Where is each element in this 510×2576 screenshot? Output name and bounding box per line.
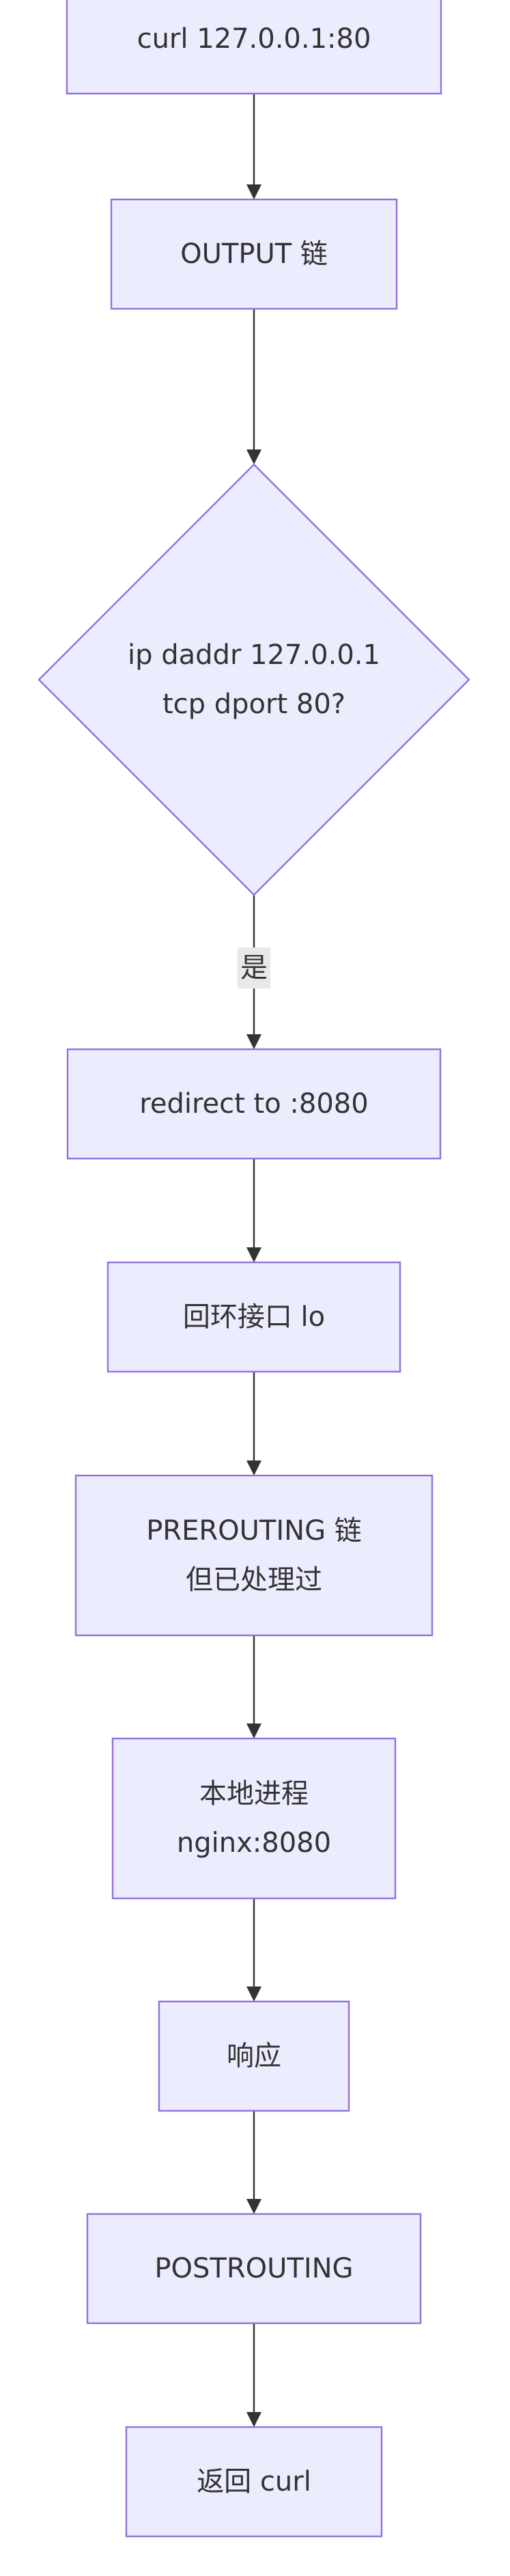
process-box-redirect — [66, 1048, 442, 1160]
process-box-output — [110, 198, 398, 310]
node-postrouting: POSTROUTING — [86, 2213, 422, 2325]
edge-label-background — [238, 947, 270, 988]
node-label-redirect-line-0: redirect to :8080 — [139, 1088, 368, 1120]
arrow-head-icon — [246, 449, 261, 465]
process-box-loopback — [107, 1261, 401, 1373]
arrow-head-icon — [246, 1460, 261, 1476]
node-response: 响应 — [158, 2000, 350, 2112]
edge-loopback-to-prerouting — [246, 1372, 261, 1476]
node-local-process: 本地进程 nginx:8080 — [111, 1737, 397, 1900]
node-label-check-line-0: ip daddr 127.0.0.1 — [128, 639, 380, 671]
decision-diamond-check — [38, 463, 470, 896]
process-box-postrouting — [86, 2213, 422, 2325]
edge-postrouting-to-return — [246, 2323, 261, 2427]
arrow-head-icon — [246, 1247, 261, 1262]
node-label-prerouting-line-1: 但已处理过 — [186, 1564, 322, 1596]
process-box-local-process — [111, 1737, 397, 1900]
arrow-head-icon — [246, 184, 261, 199]
node-output: OUTPUT 链 — [110, 198, 398, 310]
node-label-loopback-line-0: 回环接口 lo — [183, 1301, 325, 1333]
node-label-check-line-1: tcp dport 80? — [162, 689, 345, 720]
edge-output-to-check — [246, 309, 261, 465]
node-label-response-line-0: 响应 — [227, 2040, 281, 2072]
node-label-output-line-0: OUTPUT 链 — [180, 238, 328, 270]
node-check: ip daddr 127.0.0.1 tcp dport 80? — [38, 463, 470, 896]
process-box-curl — [66, 0, 442, 95]
process-box-return — [125, 2426, 383, 2538]
edge-labels-layer: 是 — [238, 947, 270, 988]
node-label-prerouting-line-0: PREROUTING 链 — [146, 1515, 362, 1547]
process-box-prerouting — [74, 1474, 434, 1637]
node-redirect: redirect to :8080 — [66, 1048, 442, 1160]
node-curl: curl 127.0.0.1:80 — [66, 0, 442, 95]
arrow-head-icon — [246, 1986, 261, 2002]
node-return: 返回 curl — [125, 2426, 383, 2538]
edge-redirect-to-loopback — [246, 1159, 261, 1262]
node-label-local-process-line-1: nginx:8080 — [177, 1827, 331, 1859]
process-box-response — [158, 2000, 350, 2112]
edge-label-check-to-redirect: 是 — [240, 952, 268, 984]
arrow-head-icon — [246, 1034, 261, 1049]
node-label-local-process-line-0: 本地进程 — [199, 1778, 309, 1810]
node-loopback: 回环接口 lo — [107, 1261, 401, 1373]
node-label-return-line-0: 返回 curl — [197, 2466, 311, 2497]
edge-prerouting-to-local-process — [246, 1635, 261, 1739]
arrow-head-icon — [246, 1723, 261, 1739]
edge-local-process-to-response — [246, 1898, 261, 2002]
node-label-postrouting-line-0: POSTROUTING — [154, 2253, 353, 2284]
node-label-curl-line-0: curl 127.0.0.1:80 — [137, 23, 371, 55]
edge-response-to-postrouting — [246, 2111, 261, 2214]
arrow-head-icon — [246, 2412, 261, 2427]
arrow-head-icon — [246, 2199, 261, 2214]
edge-curl-to-output — [246, 94, 261, 199]
